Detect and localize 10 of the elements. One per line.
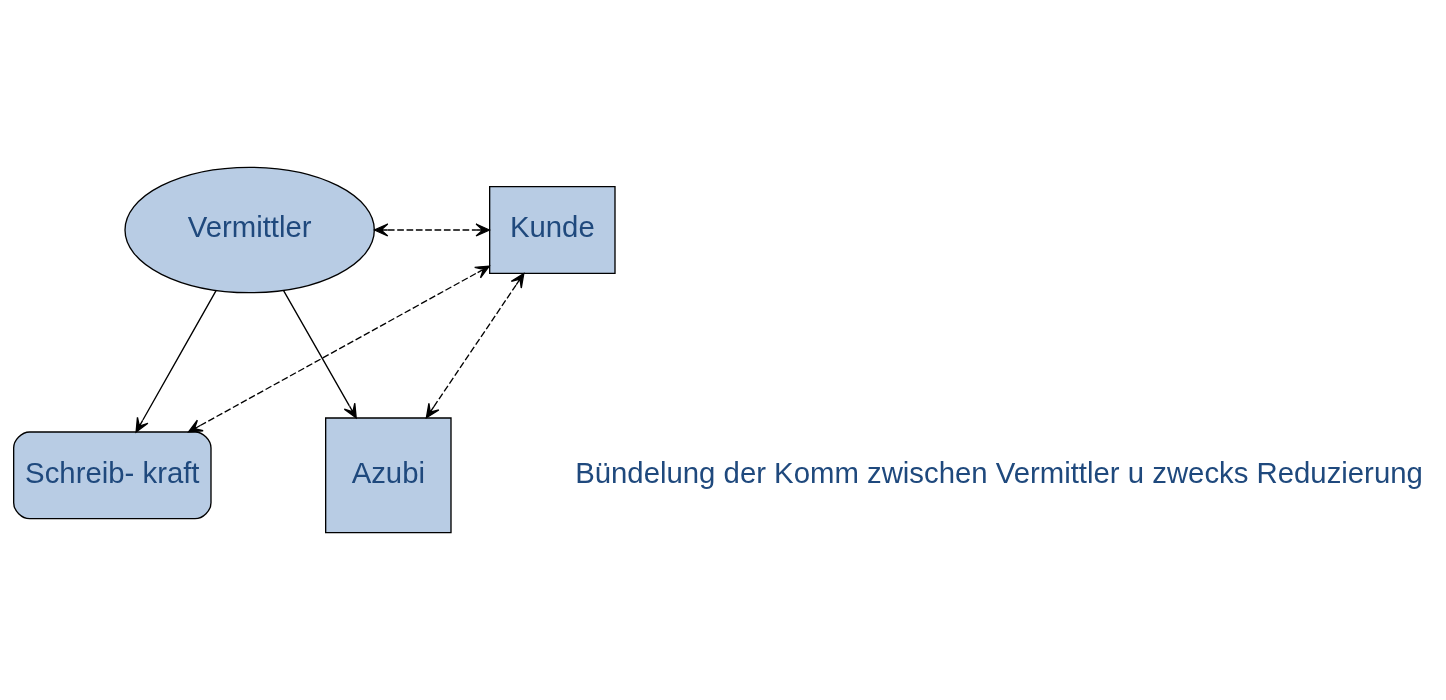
arrow	[187, 265, 490, 433]
node-box: Kunde	[489, 186, 616, 274]
node-ellipse: Vermittler	[124, 166, 375, 294]
arrow	[135, 290, 217, 433]
node-box: Schreib- kraft	[13, 431, 212, 520]
arrow	[425, 272, 525, 419]
node-box: Azubi	[325, 417, 452, 534]
label: Bündelung der Komm zwischen Vermittler u zwecks Reduzierung	[575, 455, 1423, 489]
arrow	[373, 223, 491, 237]
arrow	[282, 290, 357, 419]
